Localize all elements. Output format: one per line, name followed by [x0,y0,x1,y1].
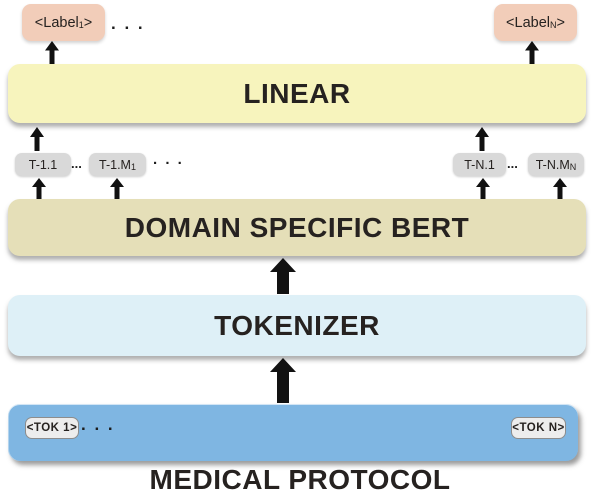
diagram-caption: MEDICAL PROTOCOL [149,464,451,495]
label-n-subscript: N [549,20,557,30]
t-row-ellipsis: ... [71,156,82,171]
tnm-subscript: N [569,162,577,172]
bert-layer-bar: DOMAIN SPECIFIC BERT [8,199,586,256]
tokenizer-layer-label: TOKENIZER [214,309,380,341]
t-row-ellipsis: ... [507,156,518,171]
up-arrow-icon [476,178,490,200]
input-tokens-ellipsis: . . . [81,415,115,434]
up-arrow-icon [30,127,44,151]
up-arrow-icon [553,178,567,200]
tnm-text: T-N.M [535,157,570,172]
labels-ellipsis: . . . [111,14,145,33]
tok-1-text: <TOK 1> [26,422,78,434]
up-arrow-icon [110,178,124,200]
bert-layer-label: DOMAIN SPECIFIC BERT [124,211,470,243]
label-1-subscript: 1 [78,20,84,30]
linear-layer-label: LINEAR [243,77,351,109]
up-arrow-icon [45,41,59,64]
tn1-text: T-N.1 [464,157,495,172]
big-up-arrow-icon [270,358,296,403]
input-token-1-chip: <TOK 1> [25,417,79,439]
t1m-text: T-1.M [99,157,131,172]
tok-n-text: <TOK N> [512,422,565,434]
linear-layer-bar: LINEAR [8,64,586,123]
big-up-arrow-icon [270,258,296,294]
t11-text: T-1.1 [28,157,58,172]
bert-output-token-t11-chip: T-1.1 [15,153,71,176]
up-arrow-icon [475,127,489,151]
label-1-text: <Label [34,14,79,31]
t1m-subscript: 1 [130,162,136,172]
t-row-ellipsis: . . . [153,151,184,168]
tokenizer-layer-bar: TOKENIZER [8,295,586,356]
label-n-close: > [556,14,565,31]
input-token-n-chip: <TOK N> [511,417,566,439]
label-n-text: <Label [506,14,550,31]
up-arrow-icon [525,41,539,64]
label-1-close: > [83,14,93,31]
up-arrow-icon [32,178,46,200]
bert-output-token-tn1-chip: T-N.1 [453,153,506,176]
input-tokens-bar: <TOK 1> . . . <TOK N> [8,404,578,461]
